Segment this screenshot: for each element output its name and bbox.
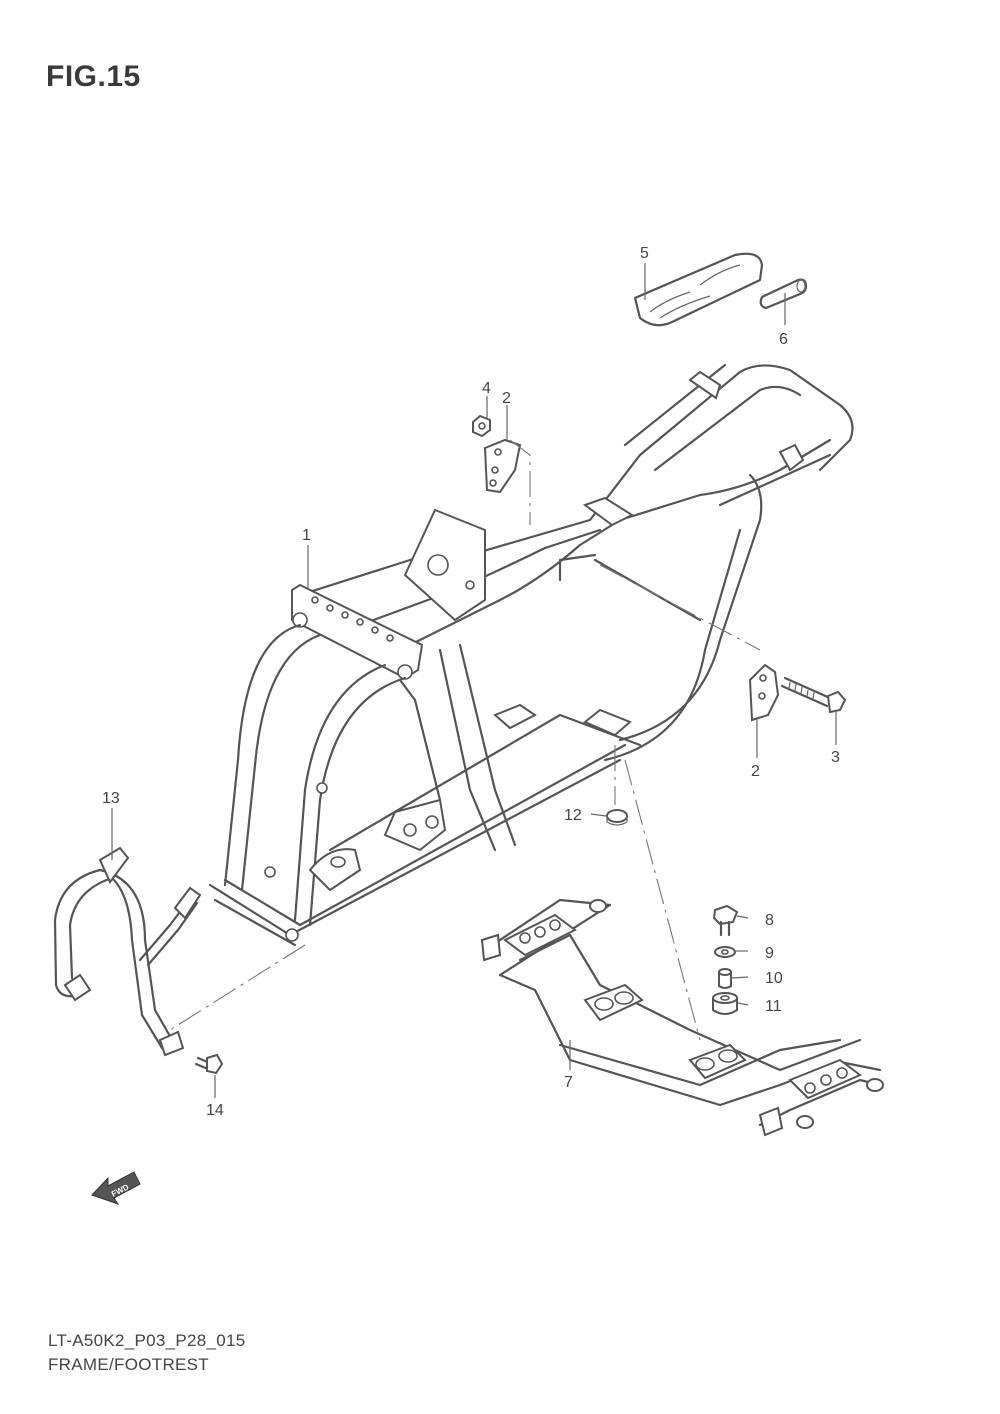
part-3-bolt	[780, 676, 847, 714]
section-name: FRAME/FOOTREST	[48, 1355, 209, 1374]
part-9-washer	[714, 946, 736, 958]
part-6-pin	[759, 278, 808, 310]
callout-5: 5	[640, 245, 649, 262]
part-11-cushion	[712, 992, 738, 1015]
callout-3: 3	[831, 749, 840, 766]
callout-12: 12	[564, 807, 582, 824]
callout-8: 8	[765, 912, 774, 929]
callout-7: 7	[564, 1074, 573, 1091]
part-2-bracket-upper	[483, 438, 522, 494]
callout-13: 13	[102, 790, 120, 807]
callout-14: 14	[206, 1102, 224, 1119]
callout-10: 10	[765, 970, 783, 987]
callout-2-lower: 2	[751, 763, 760, 780]
part-5-seat-cover	[633, 252, 764, 327]
callout-2-upper: 2	[502, 390, 511, 407]
part-10-collar	[718, 968, 732, 989]
figure-title: FIG.15	[46, 60, 141, 93]
part-8-bolt	[712, 904, 739, 937]
model-code: LT-A50K2_P03_P28_015	[48, 1331, 246, 1350]
part-2-bracket-lower	[748, 663, 780, 722]
callout-6: 6	[779, 331, 788, 348]
callout-11: 11	[765, 998, 782, 1015]
part-1-main-frame	[208, 363, 854, 947]
callout-1: 1	[302, 527, 311, 544]
fwd-arrow-icon: FWD	[91, 1171, 141, 1205]
part-7-footrest	[480, 898, 884, 1137]
callout-9: 9	[765, 945, 774, 962]
part-12-nut	[606, 809, 628, 826]
part-13-footrest-guard	[53, 846, 202, 1057]
part-4-nut	[472, 414, 491, 438]
callout-4: 4	[482, 380, 491, 397]
part-14-bolt	[194, 1053, 224, 1075]
